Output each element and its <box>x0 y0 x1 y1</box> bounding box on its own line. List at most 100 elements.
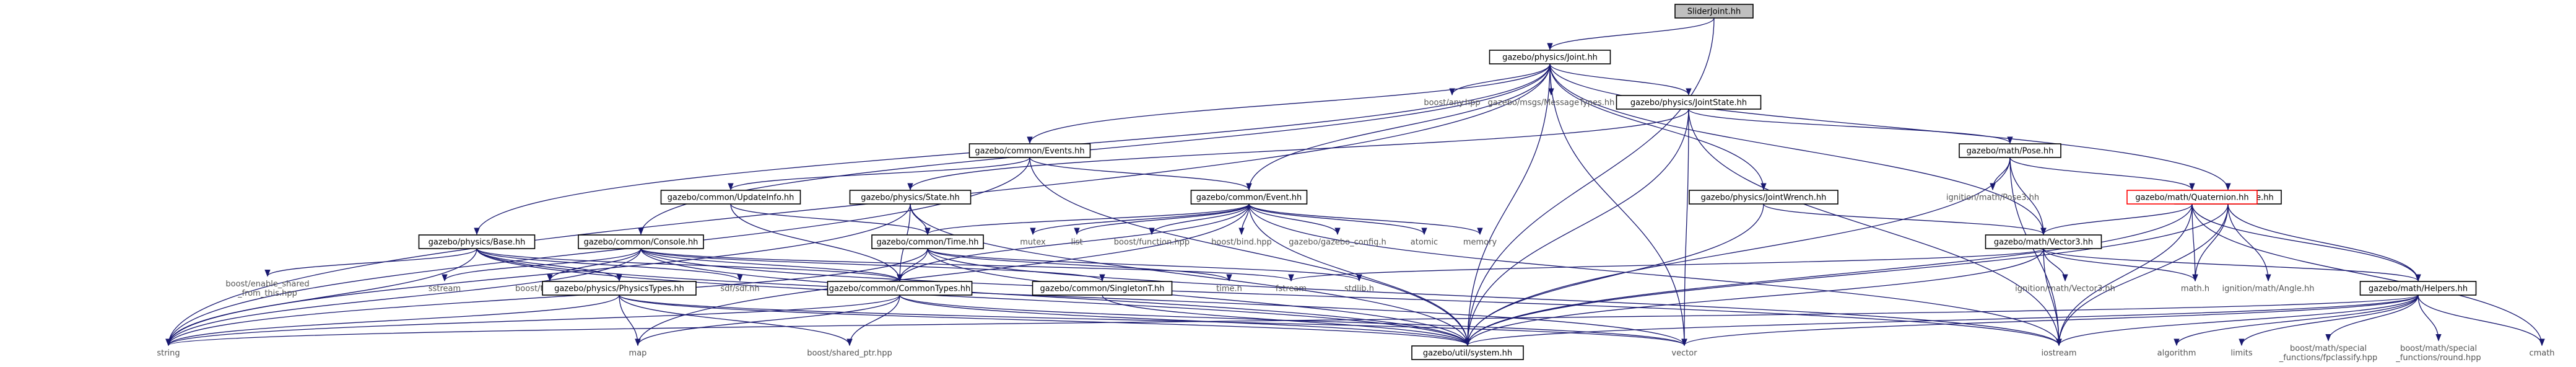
edge-commontypes-to-sharedptr <box>846 294 900 347</box>
node-label: gazebo/common/Console.hh <box>584 238 698 247</box>
edge-joint-to-event <box>1246 63 1551 191</box>
graph-node-state[interactable]: gazebo/physics/State.hh <box>849 190 972 205</box>
edge-base-to-enableshared <box>264 248 477 277</box>
graph-node-timeh: time.h <box>1216 285 1242 294</box>
edge-quaternion-to-helpers <box>2191 203 2421 282</box>
node-label: gazebo/common/Time.hh <box>876 238 978 247</box>
node-label: string <box>157 349 180 358</box>
graph-node-physicstypes[interactable]: gazebo/physics/PhysicsTypes.hh <box>542 281 697 296</box>
edge-console-to-singletont <box>640 248 1105 282</box>
graph-node-time[interactable]: gazebo/common/Time.hh <box>871 234 984 249</box>
node-box <box>1616 95 1762 110</box>
edge-time-to-iostream <box>927 248 2062 347</box>
edge-joint-to-angle <box>1549 63 2231 191</box>
graph-node-vector: vector <box>1671 349 1697 358</box>
graph-node-msgtypes: gazebo/msgs/MessageTypes.hh <box>1488 99 1615 108</box>
graph-node-event[interactable]: gazebo/common/Event.hh <box>1190 190 1308 205</box>
node-label: sdf/sdf.hh <box>720 285 759 294</box>
node-label: boost/bind.hpp <box>1211 238 1272 247</box>
edge-event-to-time <box>925 203 1250 236</box>
edge-physicstypes-to-system <box>619 294 1471 347</box>
node-label: gazebo/physics/State.hh <box>861 193 960 203</box>
graph-node-quaternion[interactable]: gazebo/math/Quaternion.hh <box>2126 190 2258 205</box>
graph-node-events[interactable]: gazebo/common/Events.hh <box>968 143 1091 158</box>
edge-jointwrench-to-system <box>1464 203 1764 347</box>
edge-vector3-to-fstream <box>1288 248 2044 282</box>
edge-event-to-gzconfig <box>1248 203 1341 236</box>
graph-node-console[interactable]: gazebo/common/Console.hh <box>578 234 704 249</box>
edge-time-to-system <box>927 248 1471 347</box>
edge-base-to-vector <box>476 248 1687 347</box>
node-label: boost/enable_shared <box>225 280 309 289</box>
edge-commontypes-to-system <box>899 294 1471 347</box>
graph-node-base[interactable]: gazebo/physics/Base.hh <box>418 234 536 249</box>
edge-jointstate-to-system <box>1464 108 1689 347</box>
node-label: gazebo/common/Events.hh <box>975 147 1084 156</box>
edge-layer <box>165 17 2545 347</box>
node-box <box>1674 4 1754 19</box>
node-label: ignition/math/Angle.hh <box>2222 285 2315 294</box>
graph-node-jointwrench[interactable]: gazebo/physics/JointWrench.hh <box>1689 190 1838 205</box>
graph-node-mutex: mutex <box>1020 238 1046 247</box>
node-label: gazebo/physics/JointWrench.hh <box>1701 193 1827 203</box>
edge-base-to-string <box>165 248 477 347</box>
edge-pose-to-quaternion <box>2009 157 2195 191</box>
edge-jointstate-to-state <box>907 108 1689 191</box>
node-label: list <box>1071 238 1082 247</box>
node-label: gazebo/common/UpdateInfo.hh <box>668 193 794 203</box>
edge-physicstypes-to-vector <box>619 294 1687 347</box>
node-box <box>2126 190 2258 205</box>
graph-node-commontypes[interactable]: gazebo/common/CommonTypes.hh <box>827 281 973 296</box>
graph-node-updateinfo[interactable]: gazebo/common/UpdateInfo.hh <box>660 190 801 205</box>
node-label: boost/math/special <box>2400 344 2477 353</box>
graph-node-pose[interactable]: gazebo/math/Pose.hh <box>1959 143 2061 158</box>
graph-node-jointstate[interactable]: gazebo/physics/JointState.hh <box>1616 95 1762 110</box>
edge-commontypes-to-string <box>165 294 900 347</box>
graph-node-fstream: fstream <box>1276 285 1307 294</box>
node-box <box>968 143 1091 158</box>
node-box <box>1032 281 1173 296</box>
node-label: ignition/math/Pose3.hh <box>1946 193 2039 203</box>
edge-jointstate-to-iostream <box>1688 108 2062 347</box>
node-label: map <box>629 349 647 358</box>
edge-pose-to-vector3 <box>2009 157 2047 236</box>
node-label: _from_this.hpp <box>237 289 297 298</box>
edge-quaternion-to-iostream <box>2056 203 2193 347</box>
node-label: gazebo/util/system.hh <box>1423 349 1512 358</box>
graph-node-system[interactable]: gazebo/util/system.hh <box>1411 345 1524 360</box>
graph-node-mathh: math.h <box>2181 285 2209 294</box>
edge-helpers-to-fpclassify <box>2325 294 2419 342</box>
edge-quaternion-to-cmath <box>2191 203 2545 347</box>
node-label: fstream <box>1276 285 1307 294</box>
node-label: boost/function.hpp <box>1114 238 1190 247</box>
graph-node-singletont[interactable]: gazebo/common/SingletonT.hh <box>1032 281 1173 296</box>
edge-quaternion-to-mathh <box>2191 203 2198 282</box>
graph-node-string: string <box>157 349 180 358</box>
node-label: gazebo/common/SingletonT.hh <box>1040 285 1165 294</box>
edge-console-to-iostream <box>640 248 2062 347</box>
graph-node-vector3[interactable]: gazebo/math/Vector3.hh <box>1985 234 2102 249</box>
edge-console-to-system <box>640 248 1471 347</box>
node-label: gazebo/math/Quaternion.hh <box>2135 193 2248 203</box>
edge-quaternion-to-system <box>1464 203 2193 347</box>
node-label: boost/math/special <box>2290 344 2367 353</box>
edge-events-to-string <box>165 157 1030 347</box>
node-label: _functions/round.hpp <box>2395 353 2481 363</box>
node-box <box>2359 281 2477 296</box>
graph-node-memory: memory <box>1463 238 1497 247</box>
graph-node-cmath: cmath <box>2529 349 2554 358</box>
edge-helpers-to-limits <box>2239 294 2419 347</box>
graph-node-sstream: sstream <box>429 285 461 294</box>
node-label: mutex <box>1020 238 1046 247</box>
edge-event-to-iostream <box>1248 203 2062 347</box>
edge-event-to-atomic <box>1248 203 1427 236</box>
edge-console-to-boostthread <box>547 248 642 282</box>
graph-node-joint[interactable]: gazebo/physics/Joint.hh <box>1489 50 1611 64</box>
node-label: gazebo/physics/Base.hh <box>429 238 526 247</box>
edge-helpers-to-cmath <box>2417 294 2545 347</box>
edge-event-to-memory <box>1248 203 1483 236</box>
edge-angle-to-helpers <box>2227 203 2421 282</box>
graph-node-slider[interactable]: SliderJoint.hh <box>1674 4 1754 19</box>
node-label: gazebo/math/Vector3.hh <box>1994 238 2093 247</box>
graph-node-helpers[interactable]: gazebo/math/Helpers.hh <box>2359 281 2477 296</box>
